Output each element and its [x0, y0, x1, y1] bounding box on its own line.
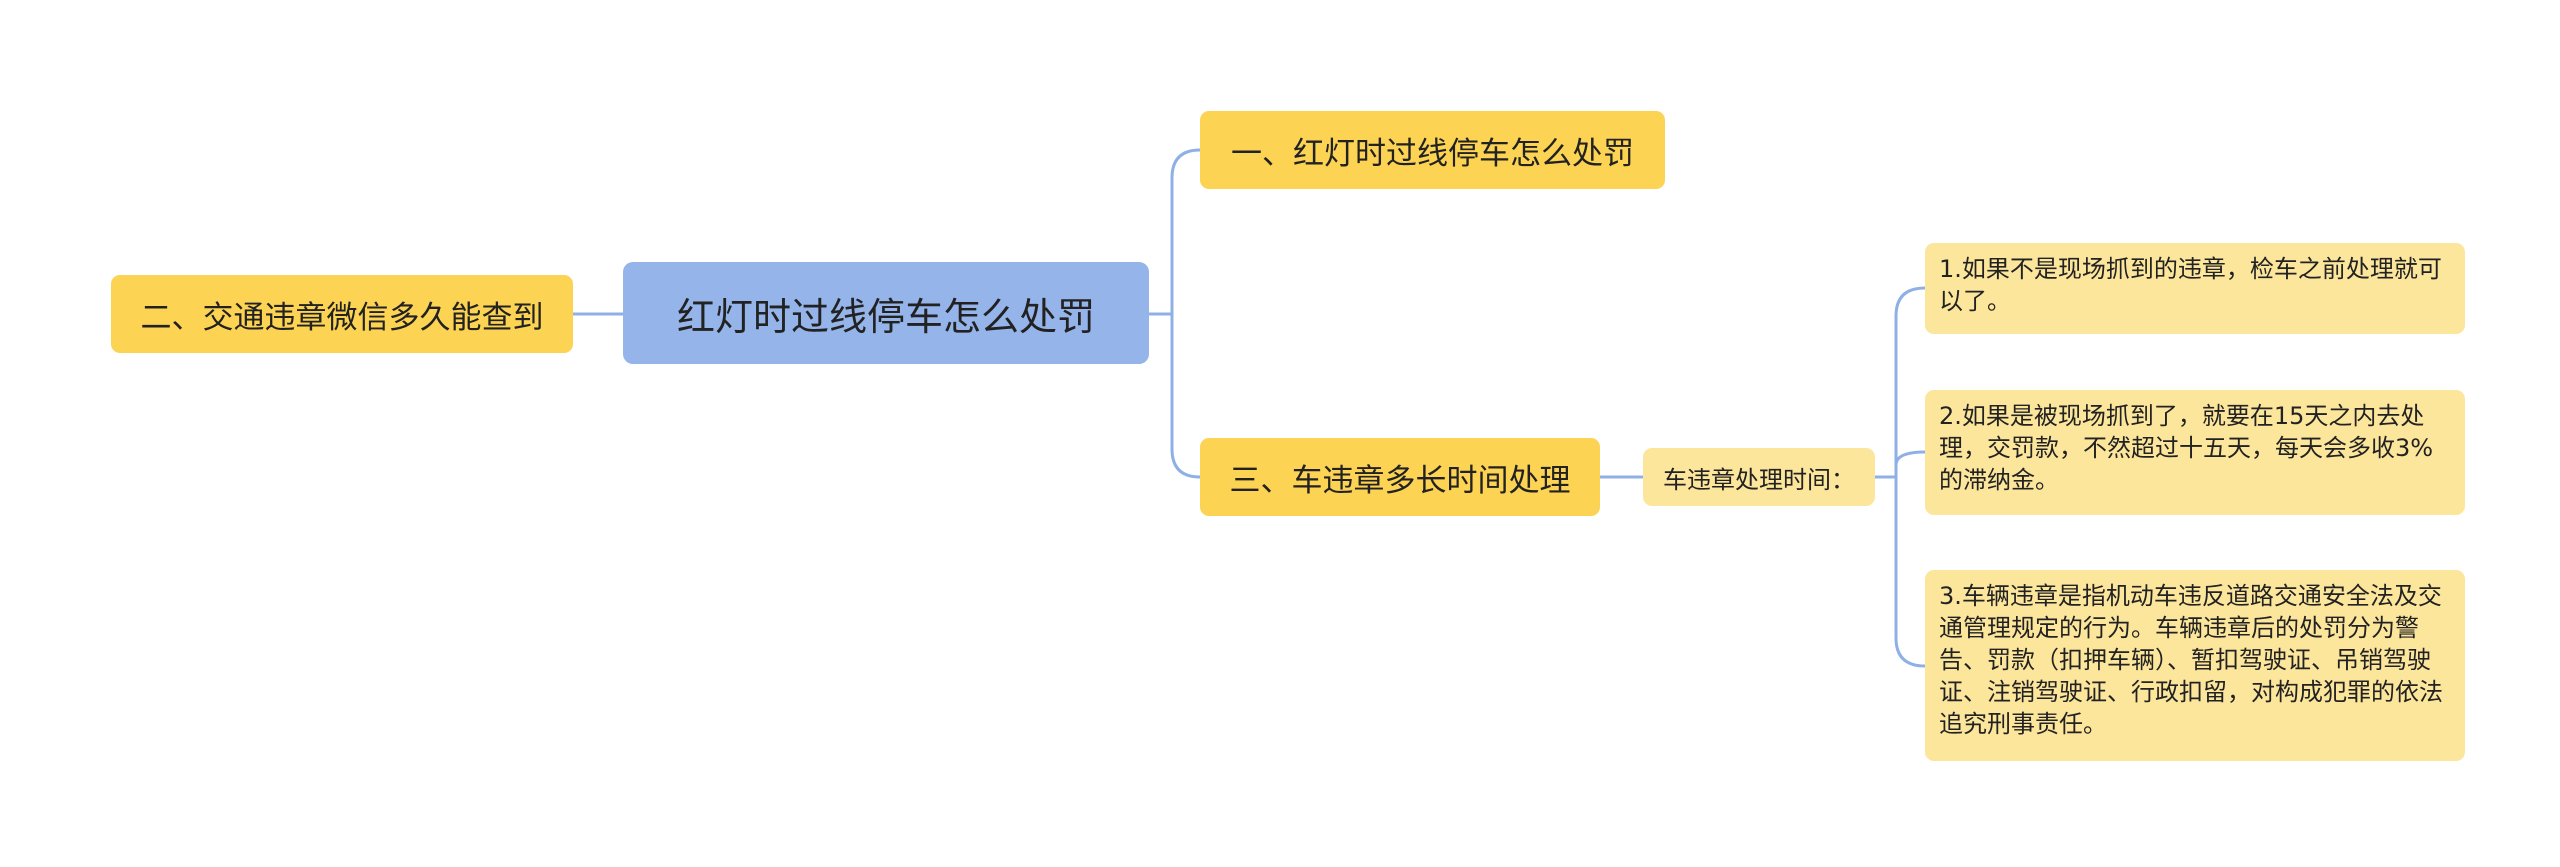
branch-topic-3-label: 三、车违章多长时间处理: [1229, 462, 1571, 499]
root-topic-label: 红灯时过线停车怎么处罚: [676, 294, 1095, 339]
root-topic[interactable]: 红灯时过线停车怎么处罚: [623, 262, 1149, 364]
branch-topic-2-label: 二、交通违章微信多久能查到: [140, 299, 544, 336]
connector-right-bracket: [1170, 148, 1202, 479]
branch-topic-1-label: 一、红灯时过线停车怎么处罚: [1231, 135, 1634, 172]
branch-topic-2[interactable]: 二、交通违章微信多久能查到: [111, 275, 573, 353]
connector-sub-leaf-2: [1894, 450, 1927, 467]
leaf-topic-1-text: 1.如果不是现场抓到的违章，检车之前处理就可以了。: [1939, 255, 2442, 315]
leaf-topic-1[interactable]: 1.如果不是现场抓到的违章，检车之前处理就可以了。: [1925, 243, 2465, 334]
sub-topic-processing-time[interactable]: 车违章处理时间：: [1643, 448, 1875, 506]
leaf-topic-2-text: 2.如果是被现场抓到了，就要在15天之内去处理，交罚款，不然超过十五天，每天会多…: [1939, 402, 2434, 494]
leaf-topic-2[interactable]: 2.如果是被现场抓到了，就要在15天之内去处理，交罚款，不然超过十五天，每天会多…: [1925, 390, 2465, 515]
leaf-topic-3-text: 3.车辆违章是指机动车违反道路交通安全法及交通管理规定的行为。车辆违章后的处罚分…: [1939, 582, 2443, 738]
leaf-topic-3[interactable]: 3.车辆违章是指机动车违反道路交通安全法及交通管理规定的行为。车辆违章后的处罚分…: [1925, 570, 2465, 761]
branch-topic-1[interactable]: 一、红灯时过线停车怎么处罚: [1200, 111, 1665, 189]
branch-topic-3[interactable]: 三、车违章多长时间处理: [1200, 438, 1600, 516]
connector-leaf-bracket: [1894, 286, 1927, 668]
sub-topic-label: 车违章处理时间：: [1663, 465, 1855, 494]
